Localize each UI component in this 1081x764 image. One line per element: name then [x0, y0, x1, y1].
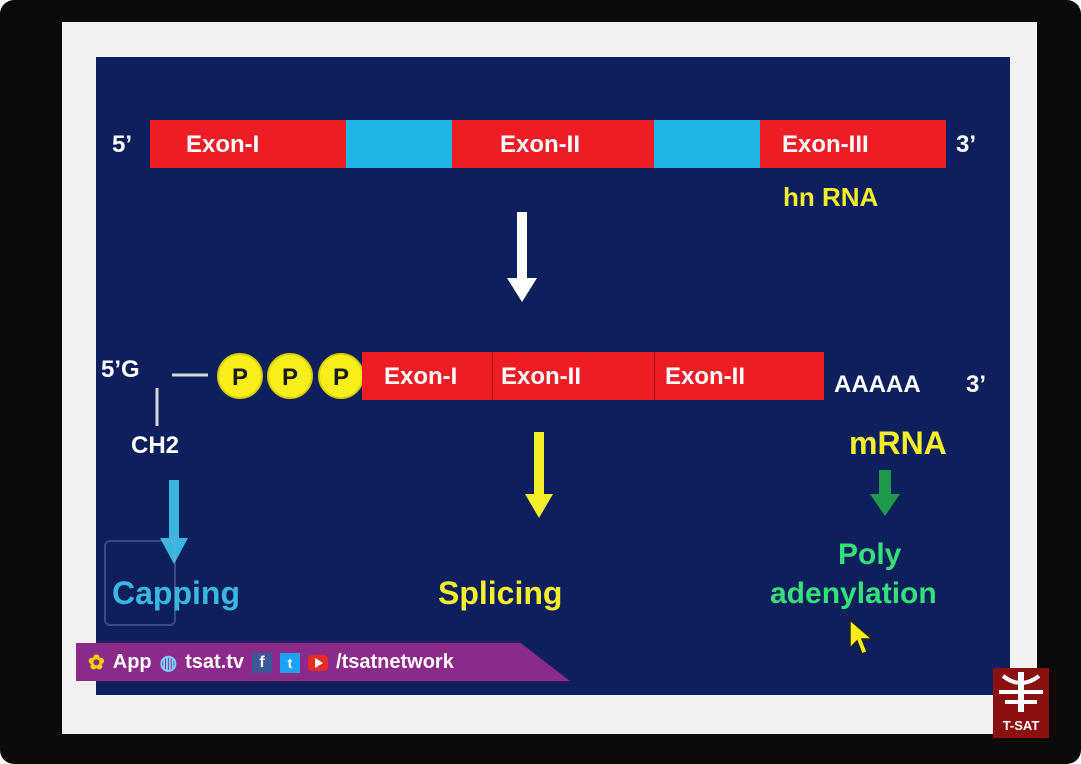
hnrna-exon-1: Exon-I — [150, 120, 346, 168]
app-label[interactable]: App — [112, 651, 152, 673]
channel-banner-content: ✿ App ◍ tsat.tv f t /tsatnetwork — [88, 650, 454, 675]
mrna-exon-3-label: Exon-II — [665, 363, 746, 390]
hnrna-label: hn RNA — [783, 182, 879, 212]
tsat-logo-text: T-SAT — [1002, 718, 1040, 733]
tsat-emblem-icon — [999, 672, 1043, 712]
polyadenylation-label-line2: adenylation — [770, 577, 937, 610]
hnrna-exon-3-label: Exon-III — [782, 131, 869, 158]
mrna-three-prime-label: 3’ — [966, 371, 987, 398]
cap-bond-lines — [155, 373, 208, 426]
polyadenylation-label-line1: Poly — [838, 538, 902, 571]
hnrna-exon-2: Exon-II — [452, 120, 654, 168]
mrna-exon-1: Exon-I — [362, 352, 492, 400]
twitter-icon[interactable]: t — [280, 652, 301, 673]
polyadenylation-arrow-icon — [870, 470, 900, 516]
hnrna-exon-2-label: Exon-II — [500, 131, 581, 158]
hnrna-three-prime-label: 3’ — [956, 131, 977, 158]
splicing-label: Splicing — [438, 575, 563, 611]
hnrna-five-prime-label: 5’ — [112, 131, 133, 158]
hnrna-exon-3: Exon-III — [760, 120, 946, 168]
globe-icon: ◍ — [159, 652, 178, 674]
mrna-label: mRNA — [849, 425, 947, 461]
social-handle-link[interactable]: /tsatnetwork — [336, 651, 454, 673]
mrna-exon-3: Exon-II — [654, 352, 824, 400]
phosphate-3: P — [318, 353, 364, 399]
hnrna-intron-2 — [654, 120, 760, 168]
app-icon: ✿ — [88, 652, 105, 674]
mrna-five-prime-cap-label: 5’G — [101, 356, 140, 383]
phosphate-1: P — [217, 353, 263, 399]
capping-arrow-icon — [160, 480, 188, 564]
poly-a-tail: AAAAA — [834, 371, 921, 398]
mrna-exon-2: Exon-II — [492, 352, 654, 400]
mrna-exon-1-label: Exon-I — [384, 363, 458, 390]
mrna-exon-2-label: Exon-II — [501, 363, 582, 390]
hnrna-exon-1-label: Exon-I — [186, 131, 260, 158]
processing-arrow-icon — [507, 212, 537, 302]
mouse-cursor-icon — [849, 618, 874, 655]
tsat-watermark — [104, 540, 176, 626]
facebook-icon[interactable]: f — [252, 652, 273, 673]
splicing-arrow-icon — [525, 432, 553, 518]
website-link[interactable]: tsat.tv — [185, 651, 245, 673]
capping-label: Capping — [112, 575, 240, 611]
cap-ch2-label: CH2 — [131, 432, 180, 459]
youtube-icon[interactable] — [308, 654, 329, 671]
hnrna-intron-1 — [346, 120, 452, 168]
tsat-logo — [993, 668, 1049, 738]
phosphate-2: P — [267, 353, 313, 399]
